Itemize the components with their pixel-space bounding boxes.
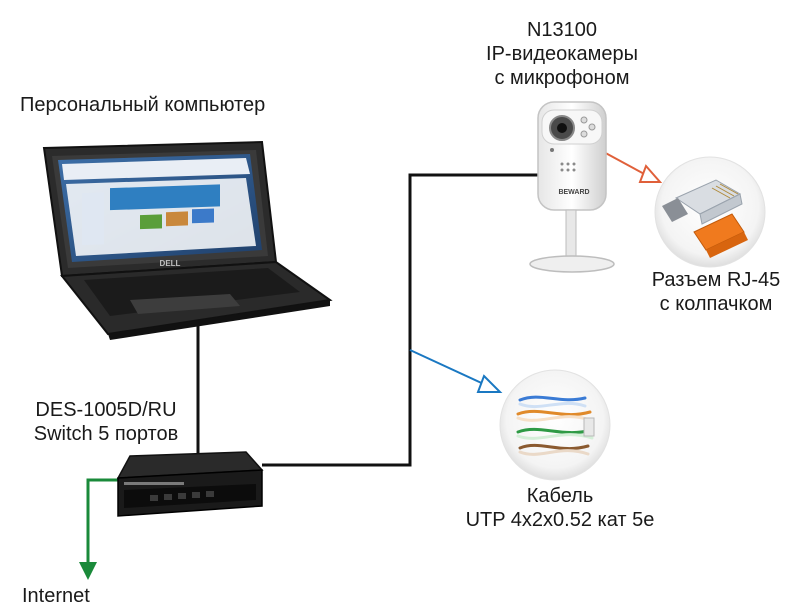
cable-line2: UTP 4x2x0.52 кат 5е — [465, 509, 655, 531]
connector-line2: с колпачком — [659, 293, 773, 315]
switch-label: DES-1005D/RU Switch 5 портов — [8, 398, 204, 446]
connector-arrow — [599, 149, 663, 183]
connection-wires — [196, 173, 538, 467]
laptop: DELL — [42, 140, 333, 340]
camera-label: N13100 IP-видеокамеры с микрофоном — [452, 18, 672, 90]
camera-brand-logo: BEWARD — [558, 189, 589, 196]
connector-line1: Разъем RJ-45 — [651, 269, 781, 291]
computer-label: Персональный компьютер — [20, 94, 266, 116]
switch-to-camera-wire — [262, 173, 538, 467]
internet-label: Internet — [22, 585, 90, 607]
cable-line1: Кабель — [526, 485, 594, 507]
connector-label: Разъем RJ-45 с колпачком — [636, 268, 796, 316]
cable-arrow — [409, 349, 503, 393]
switch-ports: Switch 5 портов — [33, 423, 179, 445]
laptop-brand-logo: DELL — [160, 259, 181, 268]
utp-cable-illustration — [499, 369, 611, 481]
camera-feature: с микрофоном — [494, 67, 630, 89]
rj45-connector-illustration — [654, 156, 766, 268]
cable-label: Кабель UTP 4x2x0.52 кат 5е — [460, 484, 660, 532]
camera-model: N13100 — [526, 19, 598, 41]
internet-arrow — [79, 478, 118, 580]
switch-device — [116, 451, 264, 517]
camera-type: IP-видеокамеры — [486, 43, 638, 65]
switch-model: DES-1005D/RU — [35, 399, 177, 421]
ip-camera: BEWARD — [529, 101, 615, 273]
